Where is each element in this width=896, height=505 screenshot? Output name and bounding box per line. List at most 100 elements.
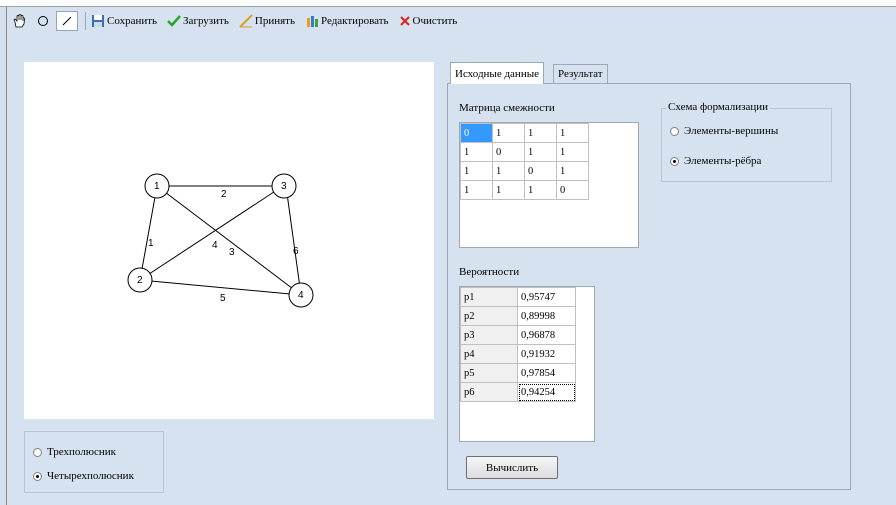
prob-name-cell: p3 — [460, 325, 518, 345]
radio-label: Элементы-рёбра — [684, 155, 762, 167]
graph-node-1[interactable] — [144, 173, 170, 199]
matrix-cell[interactable]: 0 — [556, 180, 589, 200]
node-label: 4 — [298, 290, 304, 301]
edge-label: 2 — [221, 189, 227, 200]
graph-drawing: 1 2 3 4 5 6 1 2 3 4 — [127, 173, 314, 308]
matrix-cell[interactable]: 1 — [460, 142, 493, 162]
graph-node-2[interactable] — [127, 267, 153, 293]
prob-value-cell[interactable]: 0,89998 — [517, 306, 576, 326]
window-top-edge — [0, 0, 896, 7]
radio-three-pole[interactable]: Трехполюсник — [33, 446, 116, 458]
radio-button[interactable] — [33, 447, 42, 457]
edge-3-2[interactable] — [139, 185, 284, 281]
edge-2-4[interactable] — [139, 279, 302, 296]
compute-button[interactable]: Вычислить — [466, 456, 558, 479]
scheme-group: Схема формализации Элементы-вершины Элем… — [661, 101, 832, 182]
node-tool-icon[interactable] — [32, 11, 54, 31]
prob-name-cell: p5 — [460, 363, 518, 383]
scheme-title: Схема формализации — [666, 101, 771, 113]
radio-four-pole[interactable]: Четырехполюсник — [33, 470, 134, 482]
accept-button[interactable]: Принять — [239, 14, 295, 28]
toolbar-separator — [85, 12, 86, 30]
load-label: Загрузить — [183, 15, 229, 27]
node-label: 2 — [137, 275, 143, 286]
radio-edge-elements[interactable]: Элементы-рёбра — [670, 155, 761, 167]
table-row: 1 0 1 1 — [460, 142, 589, 162]
matrix-cell[interactable]: 0 — [524, 161, 557, 181]
checkmark-icon — [167, 15, 181, 27]
prob-name-cell: p2 — [460, 306, 518, 326]
edge-label: 3 — [229, 247, 235, 258]
prob-name-cell: p1 — [460, 287, 518, 307]
matrix-cell[interactable]: 1 — [556, 161, 589, 181]
prob-value-cell[interactable]: 0,91932 — [517, 344, 576, 364]
matrix-cell[interactable]: 0 — [492, 142, 525, 162]
toolbar: Сохранить Загрузить Принять Редактироват… — [8, 10, 467, 32]
prob-name-cell: p4 — [460, 344, 518, 364]
matrix-cell[interactable]: 1 — [556, 123, 589, 143]
prob-value-cell[interactable]: 0,94254 — [517, 382, 576, 402]
edge-label: 5 — [220, 293, 226, 304]
edge-1-2[interactable] — [139, 185, 158, 281]
matrix-cell[interactable]: 0 — [460, 123, 493, 143]
matrix-cell[interactable]: 1 — [492, 180, 525, 200]
radio-button[interactable] — [670, 156, 679, 166]
edge-label: 1 — [148, 238, 154, 249]
graph-node-4[interactable] — [288, 282, 314, 308]
node-label: 1 — [154, 181, 160, 192]
matrix-cell[interactable]: 1 — [524, 142, 557, 162]
prob-value-cell[interactable]: 0,96878 — [517, 325, 576, 345]
edge-label: 4 — [212, 240, 218, 251]
edge-tool-icon[interactable] — [56, 11, 78, 31]
pole-mode-group: Трехполюсник Четырехполюсник — [24, 431, 164, 493]
radio-label: Четырехполюсник — [47, 470, 134, 482]
tab-result[interactable]: Результат — [553, 64, 608, 83]
matrix-cell[interactable]: 1 — [524, 180, 557, 200]
matrix-cell[interactable]: 1 — [460, 161, 493, 181]
save-label: Сохранить — [107, 15, 158, 27]
radio-vertex-elements[interactable]: Элементы-вершины — [670, 125, 778, 137]
edge-1-4[interactable] — [156, 185, 302, 296]
accept-label: Принять — [254, 15, 295, 27]
table-row: 1 1 0 1 — [460, 161, 589, 181]
radio-label: Трехполюсник — [47, 446, 116, 458]
adjacency-grid[interactable]: 0 1 1 1 1 0 1 1 1 1 0 1 1 1 1 0 — [459, 122, 639, 248]
pencil-icon — [239, 14, 253, 28]
clear-button[interactable]: Очистить — [399, 15, 458, 27]
edge-3-4[interactable] — [285, 185, 302, 296]
table-row: 1 1 1 0 — [460, 180, 589, 200]
edge-label: 6 — [293, 246, 299, 257]
edit-button[interactable]: Редактировать — [305, 14, 389, 28]
adjacency-title: Матрица смежности — [459, 102, 555, 114]
prob-value-cell[interactable]: 0,97854 — [517, 363, 576, 383]
close-icon — [399, 16, 410, 26]
prob-name-cell: p6 — [460, 382, 518, 402]
matrix-cell[interactable]: 1 — [460, 180, 493, 200]
graph-node-3[interactable] — [271, 173, 297, 199]
load-button[interactable]: Загрузить — [167, 14, 229, 28]
probabilities-title: Вероятности — [459, 266, 520, 278]
tab-source-data[interactable]: Исходные данные — [450, 62, 544, 84]
compute-label: Вычислить — [485, 461, 539, 474]
hand-tool-icon[interactable] — [8, 11, 30, 31]
table-row: 0 1 1 1 — [460, 123, 589, 143]
prob-value-cell[interactable]: 0,95747 — [517, 287, 576, 307]
matrix-cell[interactable]: 1 — [492, 161, 525, 181]
radio-label: Элементы-вершины — [684, 125, 779, 137]
matrix-cell[interactable]: 1 — [492, 123, 525, 143]
radio-button[interactable] — [670, 126, 679, 136]
clear-label: Очистить — [412, 15, 458, 27]
graph-canvas[interactable]: 1 2 3 4 5 6 1 2 3 4 — [24, 62, 434, 419]
node-label: 3 — [281, 181, 287, 192]
radio-button[interactable] — [33, 471, 42, 481]
edit-label: Редактировать — [320, 15, 389, 27]
matrix-cell[interactable]: 1 — [556, 142, 589, 162]
matrix-cell[interactable]: 1 — [524, 123, 557, 143]
save-button[interactable]: Сохранить — [91, 14, 157, 28]
